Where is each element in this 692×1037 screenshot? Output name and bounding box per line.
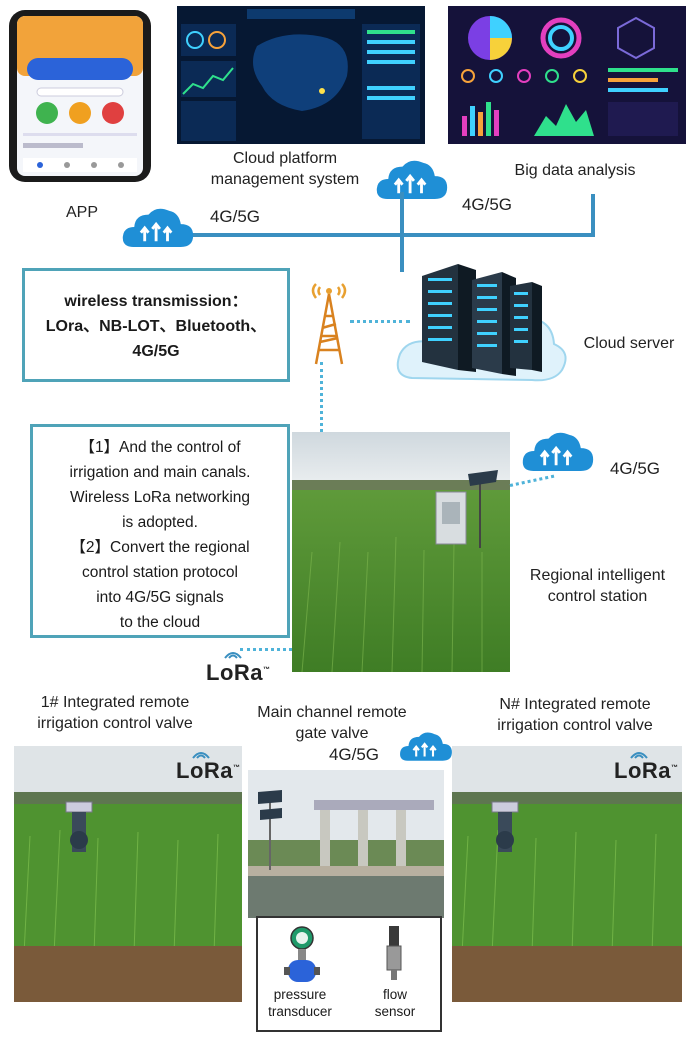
cloud-icon (374, 155, 450, 203)
big-data-label: Big data analysis (514, 162, 636, 179)
station-to-cloud-link (509, 474, 555, 487)
cloud-icon (120, 203, 196, 251)
lora-logo: LoRa™ (206, 660, 271, 685)
tower-to-server-link (350, 320, 410, 323)
valve-n-line-2: irrigation control valve (497, 717, 653, 734)
valve-1-line-2: irrigation control valve (37, 715, 193, 732)
main-gate-line-2: gate valve (295, 725, 369, 742)
valve-n-label: N# Integrated remote irrigation control … (466, 694, 684, 736)
gate-network-label: 4G/5G (328, 745, 380, 764)
control-line-6: control station protocol (82, 564, 238, 581)
tower-to-station-link (320, 362, 323, 432)
pressure-line-1: pressure (273, 987, 327, 1002)
app-label: APP (65, 204, 98, 221)
cloud-platform-label: Cloud platform management system (190, 148, 380, 190)
cloud-platform-line-1: Cloud platform (232, 150, 338, 167)
regional-station-line-2: control station (547, 588, 648, 605)
valve-1-line-1: 1# Integrated remote (40, 694, 190, 711)
cloud-icon (520, 427, 596, 475)
flow-sensor-icon (384, 924, 404, 984)
big-data-link-line (591, 194, 595, 237)
regional-station-photo (292, 432, 510, 672)
regional-station-label: Regional intelligent control station (505, 565, 690, 607)
lora-logo-text: LoRa (614, 758, 671, 783)
control-line-3: Wireless LoRa networking (69, 489, 251, 506)
cloud-icon (398, 728, 454, 764)
control-line-5: 【2】Convert the regional (70, 539, 250, 556)
control-line-7: into 4G/5G signals (96, 589, 224, 606)
lora-logo-text: LoRa (176, 758, 233, 783)
wireless-line-3: 4G/5G (132, 343, 180, 360)
lora-to-station-link (240, 648, 292, 651)
lora-signal-icon (628, 746, 650, 760)
network-label-right: 4G/5G (461, 195, 513, 214)
valve-1-photo (14, 746, 242, 1002)
valve-n-photo (452, 746, 682, 1002)
main-gate-line-1: Main channel remote (257, 704, 407, 721)
cloud-platform-dashboard (177, 6, 425, 144)
valve-n-line-1: N# Integrated remote (499, 696, 651, 713)
network-label-left: 4G/5G (209, 207, 261, 226)
cloud-server-icon (392, 258, 572, 390)
pressure-transducer-label: pressure transducer (258, 986, 342, 1020)
lora-signal-icon (222, 646, 244, 660)
gate-valve-photo (248, 770, 444, 918)
pressure-transducer-icon (282, 924, 322, 986)
cloud-server-label: Cloud server (583, 335, 675, 352)
app-phone (7, 8, 153, 184)
flow-line-1: flow (382, 987, 407, 1002)
control-description-box: 【1】And the control of irrigation and mai… (30, 424, 290, 638)
wireless-line-2: LOra、NB-LOT、Bluetooth、 (45, 318, 267, 335)
valve-1-label: 1# Integrated remote irrigation control … (10, 692, 220, 734)
control-line-8: to the cloud (119, 614, 201, 631)
station-network-label: 4G/5G (609, 459, 661, 478)
lora-logo: LoRa™ (176, 758, 241, 783)
pressure-line-2: transducer (268, 1004, 332, 1019)
lora-logo-text: LoRa (206, 660, 263, 685)
control-line-1: 【1】And the control of (79, 439, 241, 456)
regional-station-line-1: Regional intelligent (529, 567, 666, 584)
big-data-dashboard (448, 6, 686, 144)
lora-signal-icon (190, 746, 212, 760)
signal-tower-icon (306, 276, 352, 366)
control-line-2: irrigation and main canals. (69, 464, 251, 481)
main-gate-label: Main channel remote gate valve (232, 702, 432, 744)
network-backbone-line (175, 233, 595, 237)
sensor-box: pressure transducer flow sensor (256, 916, 442, 1032)
flow-sensor-label: flow sensor (362, 986, 428, 1020)
flow-line-2: sensor (374, 1004, 416, 1019)
lora-logo: LoRa™ (614, 758, 679, 783)
cloud-server-link-line (400, 192, 404, 272)
wireless-transmission-box: wireless transmission： LOra、NB-LOT、Bluet… (22, 268, 290, 382)
cloud-platform-line-2: management system (210, 171, 360, 188)
wireless-line-1: wireless transmission： (64, 293, 248, 310)
control-line-4: is adopted. (122, 514, 198, 531)
